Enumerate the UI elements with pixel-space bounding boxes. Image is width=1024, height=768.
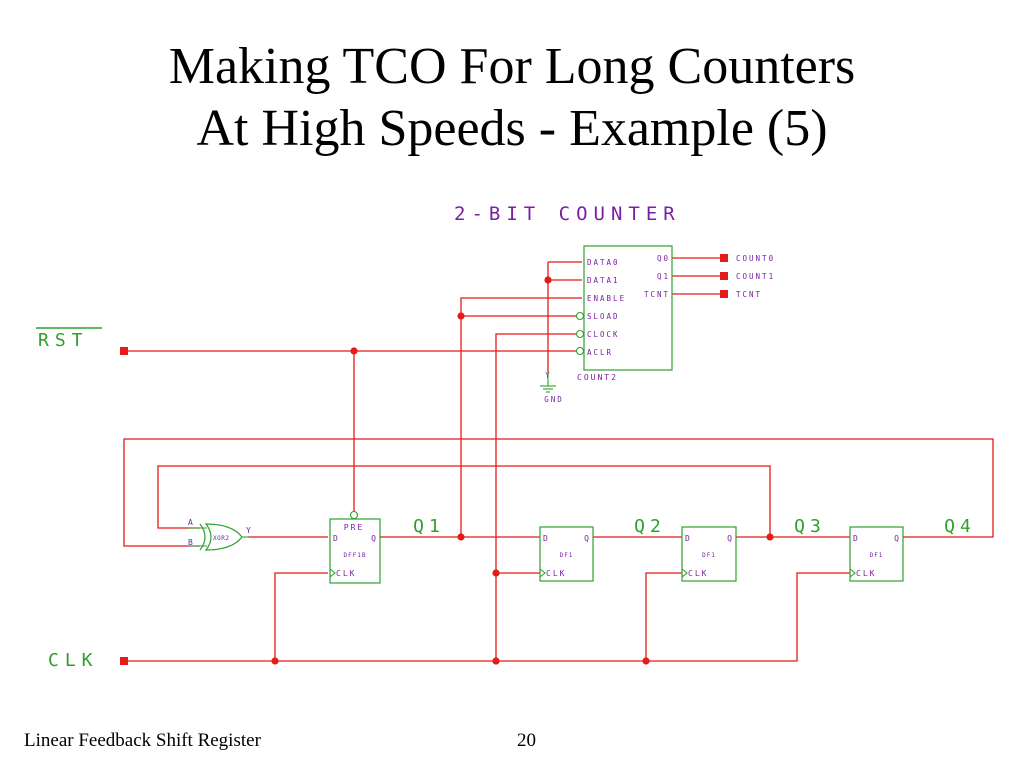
junction-dot <box>492 657 500 665</box>
flipflop-1 <box>329 518 381 584</box>
inversion-bubble <box>349 510 359 520</box>
port-terminal <box>720 254 728 262</box>
counter-heading: 2-BIT COUNTER <box>454 203 681 225</box>
counter-part-name: COUNT2 <box>577 373 618 382</box>
gnd-pin-label: Y <box>545 371 551 380</box>
counter-input-enable: ENABLE <box>587 294 626 303</box>
junction-dot <box>492 569 500 577</box>
counter-input-aclr: ACLR <box>587 348 613 357</box>
port-terminal <box>120 347 128 355</box>
ff3-q-pin: Q <box>727 534 733 543</box>
port-terminal <box>720 272 728 280</box>
xor-gate-back <box>199 523 206 551</box>
page-number: 20 <box>517 730 536 751</box>
net-label-q1: Q1 <box>413 516 445 537</box>
port-terminal <box>120 657 128 665</box>
clock-triangle <box>539 568 546 578</box>
gnd-label: GND <box>544 395 564 404</box>
counter-output-q1: Q1 <box>657 272 670 281</box>
footer-text: Linear Feedback Shift Register <box>24 730 261 751</box>
wire <box>645 572 682 661</box>
counter-output-tcnt: TCNT <box>644 290 670 299</box>
net-label-q3: Q3 <box>794 516 826 537</box>
net-label-q2: Q2 <box>634 516 666 537</box>
slide-title: Making TCO For Long Counters At High Spe… <box>0 36 1024 160</box>
ff4-d-pin: D <box>853 534 859 543</box>
xor-name: XOR2 <box>213 535 229 542</box>
clock-triangle <box>329 568 336 578</box>
ff2-d-pin: D <box>543 534 549 543</box>
wires <box>123 257 994 662</box>
clock-wire <box>495 333 576 661</box>
connection-dots <box>120 254 774 665</box>
enable-wire <box>460 297 582 537</box>
inversion-bubble <box>575 311 585 321</box>
port-terminal <box>720 290 728 298</box>
wire <box>274 572 328 661</box>
counter-output-q0: Q0 <box>657 254 670 263</box>
ff1-q-pin: Q <box>371 534 377 543</box>
clock-triangle <box>681 568 688 578</box>
flipflop-3 <box>681 526 737 582</box>
ff3-name: DF1 <box>702 552 716 559</box>
port-count1: COUNT1 <box>736 272 775 281</box>
xor-gate-body <box>204 523 243 551</box>
clk-wire <box>127 572 850 662</box>
q4-feedback-wire <box>123 438 994 547</box>
junction-dot <box>350 347 358 355</box>
ff1-d-pin: D <box>333 534 339 543</box>
ff2-name: DF1 <box>560 552 574 559</box>
flipflop-2 <box>539 526 594 582</box>
junction-dot <box>271 657 279 665</box>
schematic-labels: DATA0DATA1ENABLESLOADCLOCKACLRQ0Q1TCNTYG… <box>38 203 976 671</box>
port-count0: COUNT0 <box>736 254 775 263</box>
net-label-q4: Q4 <box>944 516 976 537</box>
inversion-bubble <box>575 346 585 356</box>
title-line-2: At High Speeds - Example (5) <box>196 100 828 157</box>
components <box>36 245 904 584</box>
xor-output-y: Y <box>246 526 252 535</box>
ff4-q-pin: Q <box>894 534 900 543</box>
ff3-clk-pin: CLK <box>688 569 708 578</box>
junction-dot <box>457 533 465 541</box>
ff2-q-pin: Q <box>584 534 590 543</box>
port-clk-label: CLK <box>48 650 99 671</box>
junction-dot <box>642 657 650 665</box>
ff1-clk-pin: CLK <box>336 569 356 578</box>
junction-dot <box>766 533 774 541</box>
ff2-clk-pin: CLK <box>546 569 566 578</box>
junction-dot <box>457 312 465 320</box>
clock-triangle <box>849 568 856 578</box>
ff4-name: DF1 <box>870 552 884 559</box>
port-tcnt: TCNT <box>736 290 762 299</box>
ff4-clk-pin: CLK <box>856 569 876 578</box>
junction-dot <box>544 276 552 284</box>
xor-input-a: A <box>188 518 194 527</box>
counter-input-sload: SLOAD <box>587 312 620 321</box>
flipflop-4 <box>849 526 904 582</box>
counter-block <box>583 245 673 371</box>
ff3-d-pin: D <box>685 534 691 543</box>
title-line-1: Making TCO For Long Counters <box>168 38 856 95</box>
ff1-pre-pin: PRE <box>344 523 364 532</box>
counter-input-data1: DATA1 <box>587 276 620 285</box>
counter-input-data0: DATA0 <box>587 258 620 267</box>
ff1-name: DFF1B <box>343 552 366 559</box>
q3-feedback-wire <box>157 465 771 537</box>
inversion-bubble <box>575 329 585 339</box>
port-rst-label: RST <box>38 330 89 351</box>
counter-input-clock: CLOCK <box>587 330 620 339</box>
xor-input-b: B <box>188 538 194 547</box>
